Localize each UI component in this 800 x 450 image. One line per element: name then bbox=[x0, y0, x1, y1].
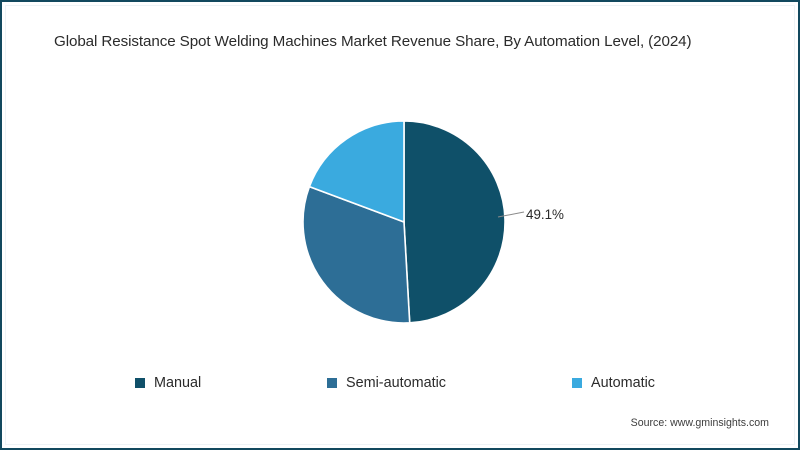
pie-data-label-manual: 49.1% bbox=[526, 207, 564, 222]
legend-swatch-icon bbox=[327, 378, 337, 388]
legend-item-automatic[interactable]: Automatic bbox=[572, 371, 655, 395]
legend-item-label: Manual bbox=[154, 374, 202, 391]
legend-item-semi-automatic[interactable]: Semi-automatic bbox=[327, 371, 446, 395]
legend-swatch-icon bbox=[572, 378, 582, 388]
legend-item-label: Semi-automatic bbox=[346, 374, 446, 391]
legend-item-label: Automatic bbox=[591, 374, 655, 391]
source-note: Source: www.gminsights.com bbox=[630, 417, 769, 429]
chart-legend: Manual Semi-automatic Automatic bbox=[2, 371, 798, 395]
legend-item-manual[interactable]: Manual bbox=[135, 371, 201, 395]
legend-swatch-icon bbox=[135, 378, 145, 388]
page-title: Global Resistance Spot Welding Machines … bbox=[54, 33, 692, 50]
